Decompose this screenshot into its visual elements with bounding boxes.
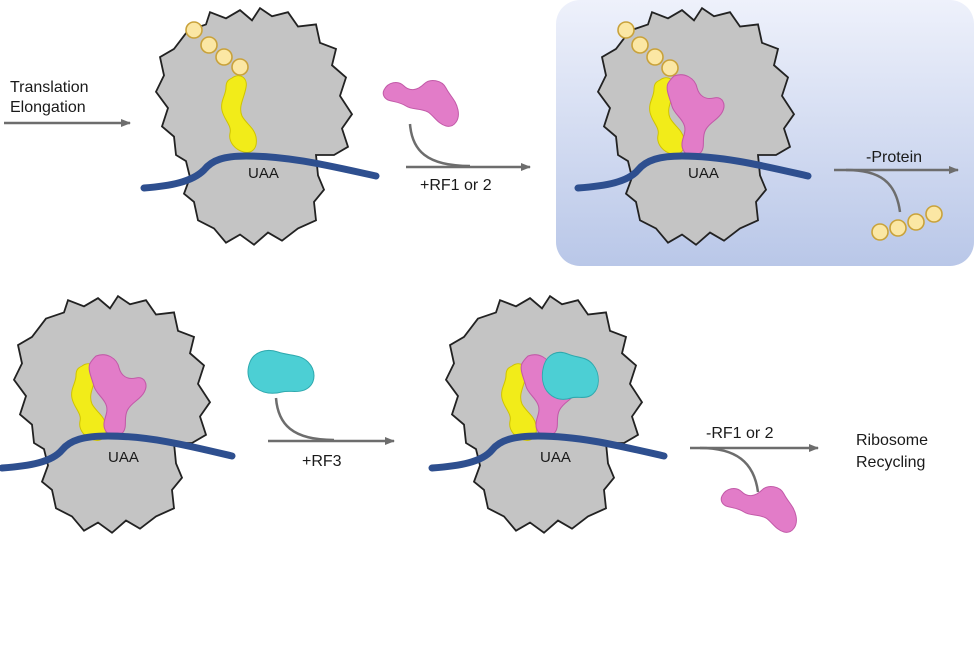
peptide-chain-2 [617, 21, 679, 77]
stage-2-rf-bound: UAA [574, 7, 812, 246]
free-rf3 [247, 349, 315, 394]
codon-label-1: UAA [248, 165, 279, 182]
mrna-4 [428, 432, 668, 472]
minus-protein-label: -Protein [866, 149, 922, 166]
recycling-label-line1: Ribosome [856, 432, 928, 449]
mrna-2 [574, 152, 812, 192]
recycling-label-line2: Recycling [856, 454, 925, 471]
ribosome-1 [155, 7, 353, 246]
free-rf12-top [382, 80, 459, 127]
stage-4-rf3-bound: UAA [428, 295, 668, 534]
arrow-protein-curve [845, 168, 902, 213]
mrna-1 [140, 152, 380, 192]
add-rf12-label: +RF1 or 2 [420, 177, 492, 194]
peptide-chain-1 [185, 21, 249, 76]
arrow-rf12-release-curve [699, 446, 760, 493]
codon-label-2: UAA [688, 165, 719, 182]
translation-label-line1: Translation [10, 79, 89, 96]
released-peptide [871, 205, 943, 241]
released-rf12 [720, 486, 797, 533]
minus-rf12-label: -RF1 or 2 [706, 425, 774, 442]
stage-1-elongation: UAA [140, 7, 380, 246]
arrow-rf12-curve [408, 123, 471, 168]
codon-label-3: UAA [108, 449, 139, 466]
arrow-rf3-curve [274, 397, 335, 442]
stage-3-rf-bound: UAA [0, 295, 236, 534]
codon-label-4: UAA [540, 449, 571, 466]
translation-label-line2: Elongation [10, 99, 86, 116]
mrna-3 [0, 432, 236, 472]
add-rf3-label: +RF3 [302, 453, 342, 470]
